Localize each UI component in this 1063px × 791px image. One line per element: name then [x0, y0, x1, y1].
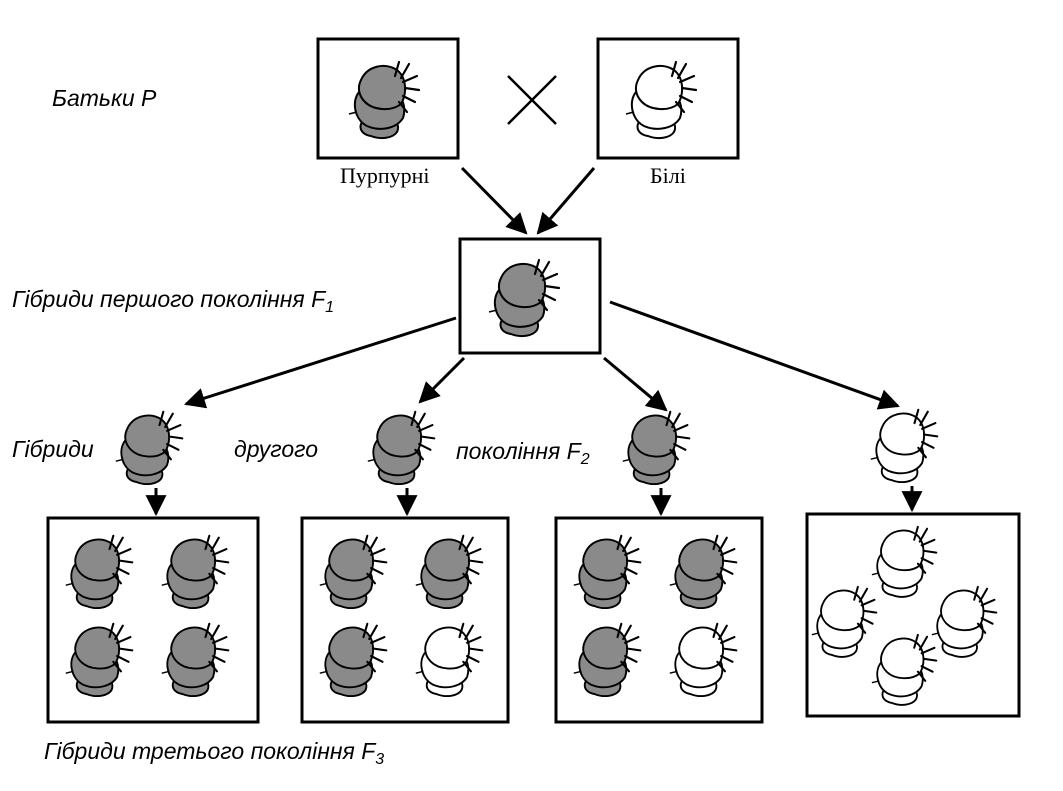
flower-f3-1-4-purple — [161, 622, 230, 698]
label-f1-text: Гібриди першого покоління F — [12, 286, 326, 312]
label-f2-word3: покоління F2 — [456, 438, 590, 469]
flower-f2-4-white — [870, 408, 939, 484]
f1-box — [458, 237, 602, 355]
flower-f3-3-2-purple — [669, 534, 738, 610]
flower-f3-2-4-white — [415, 622, 484, 698]
flower-f3-2-2-purple — [415, 534, 484, 610]
label-f2-word2: другого — [234, 436, 318, 462]
f3-box-2 — [300, 516, 510, 724]
flowers-layer — [65, 60, 998, 706]
flower-f3-3-4-white — [669, 622, 738, 698]
label-f3: Гібриди третього покоління F3 — [44, 738, 384, 769]
flower-f3-2-1-purple — [319, 534, 388, 610]
flower-f2-2-purple — [367, 410, 436, 486]
arrow-f1-to-f2-4 — [609, 300, 900, 410]
flower-f3-3-3-purple — [573, 622, 642, 698]
arrow-f1-to-f2-1 — [183, 316, 457, 409]
flower-f3-4-3-white — [931, 585, 998, 658]
flower-f3-4-2-white — [811, 585, 878, 658]
label-f1-sub: 1 — [325, 299, 335, 316]
label-f3-text: Гібриди третього покоління F — [44, 738, 376, 764]
label-f2-word1: Гібриди — [12, 436, 94, 462]
flower-f3-4-4-white — [871, 633, 938, 706]
flower-f3-1-1-purple — [65, 534, 134, 610]
label-f2-text: покоління F — [456, 438, 581, 464]
label-f1: Гібриди першого покоління F1 — [12, 286, 334, 317]
flower-f3-2-3-purple — [319, 622, 388, 698]
parent-box-white — [596, 37, 740, 160]
flower-f2-3-purple — [622, 410, 691, 486]
arrow-p-left-to-f1 — [460, 166, 528, 235]
flower-f2-1-purple — [115, 410, 184, 486]
flower-parent-purple — [348, 60, 421, 140]
flower-f3-1-3-purple — [65, 622, 134, 698]
arrow-p-right-to-f1 — [536, 167, 596, 235]
arrow-f1-to-f2-3 — [603, 356, 668, 412]
flower-parent-white — [625, 60, 698, 140]
cross-symbol — [507, 75, 557, 125]
caption-purple: Пурпурні — [340, 163, 430, 188]
arrows — [145, 166, 923, 517]
parent-box-purple — [316, 37, 460, 160]
flower-f3-3-1-purple — [573, 534, 642, 610]
flower-f1-purple — [488, 258, 561, 338]
flower-f3-1-2-purple — [161, 534, 230, 610]
label-parents: Батьки P — [52, 85, 157, 111]
label-f3-sub: 3 — [375, 751, 385, 768]
arrow-f1-to-f2-2 — [418, 356, 466, 404]
f3-box-1 — [46, 516, 260, 724]
flower-f3-4-1-white — [871, 525, 938, 598]
label-f2-sub: 2 — [580, 451, 590, 468]
f3-box-4 — [805, 512, 1021, 718]
caption-white: Білі — [650, 163, 686, 188]
f3-box-3 — [554, 516, 764, 724]
